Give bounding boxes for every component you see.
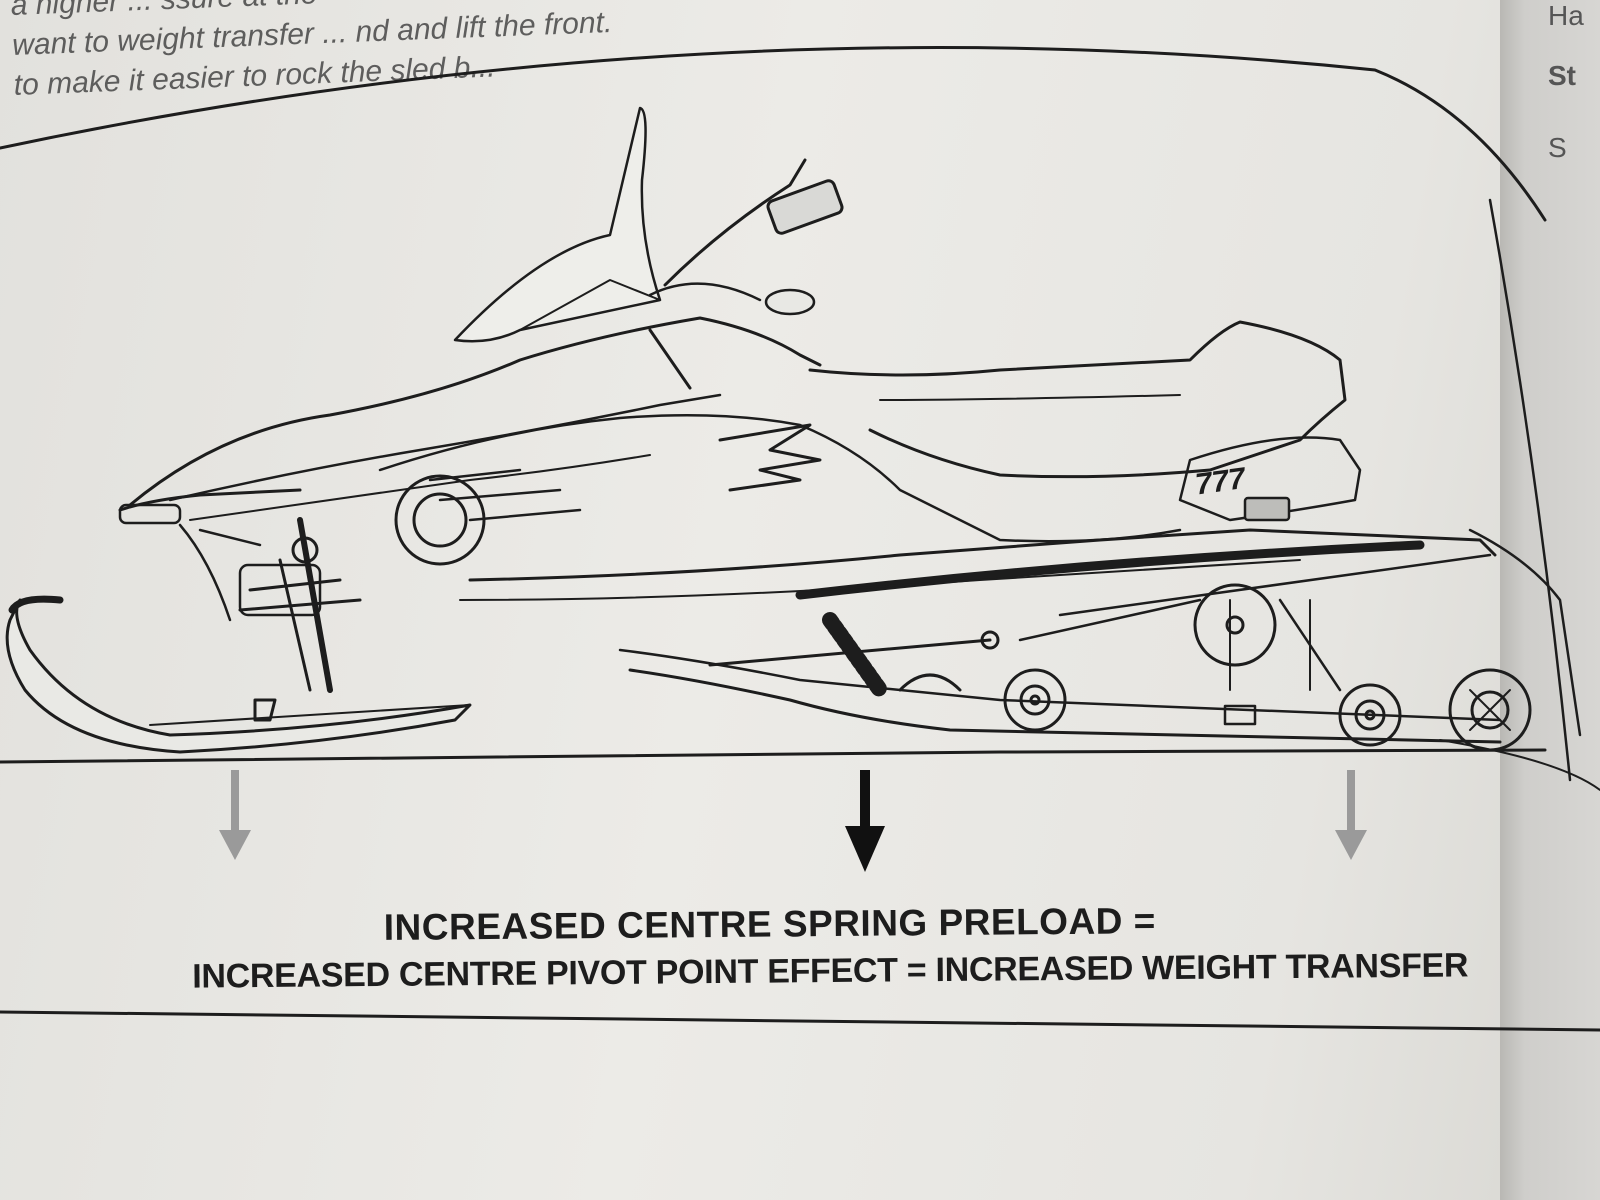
tunnel bbox=[468, 528, 1497, 582]
front-weight-arrow bbox=[219, 770, 251, 860]
figure-top-border bbox=[0, 46, 1547, 222]
tail-light bbox=[1243, 496, 1291, 522]
rear-weight-arrow bbox=[1335, 770, 1367, 860]
seat bbox=[808, 320, 1347, 479]
facing-page-fragment-3: S bbox=[1548, 132, 1567, 163]
figure-caption: INCREASED CENTRE SPRING PRELOAD = INCREA… bbox=[110, 894, 1561, 1001]
bogie-wheel-1 bbox=[1003, 668, 1067, 732]
centre-weight-arrow bbox=[845, 770, 885, 872]
rear-idler-wheel bbox=[1448, 668, 1532, 752]
side-vent bbox=[718, 423, 822, 492]
hood-number: 777 bbox=[1193, 462, 1248, 502]
ground-line bbox=[0, 748, 1547, 764]
windshield bbox=[453, 106, 662, 343]
handlebar bbox=[663, 158, 807, 287]
facing-page-fragment-2: St bbox=[1548, 60, 1576, 91]
facing-page-fragment-1: Ha bbox=[1548, 0, 1584, 31]
bogie-wheel-2 bbox=[1338, 683, 1402, 747]
fuel-cap bbox=[764, 288, 816, 316]
figure-right-border bbox=[1488, 198, 1572, 782]
figure-bottom-border bbox=[0, 1010, 1600, 1032]
ski bbox=[5, 598, 472, 754]
drive-pulley bbox=[394, 474, 486, 566]
rail bbox=[628, 668, 1502, 744]
hood bbox=[128, 316, 822, 507]
track-top bbox=[1468, 528, 1582, 737]
ground-slope bbox=[1439, 739, 1600, 791]
handlebar-grip bbox=[766, 179, 844, 235]
upper-idler bbox=[1193, 583, 1277, 667]
side-panel bbox=[378, 413, 1182, 543]
